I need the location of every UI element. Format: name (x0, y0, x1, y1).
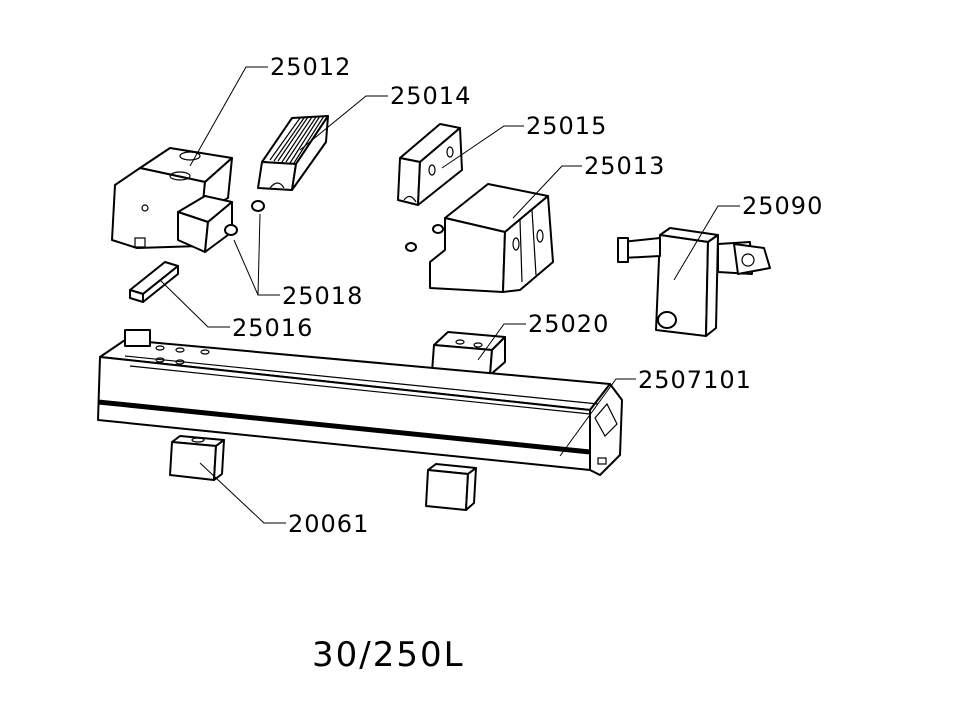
label-25014: 25014 (390, 82, 471, 110)
part-25018-drawing (224, 200, 265, 236)
model-title: 30/250L (312, 635, 465, 675)
label-25012: 25012 (270, 53, 351, 81)
part-25013-drawing (405, 183, 554, 293)
part-25016-drawing (129, 261, 179, 303)
part-20061-drawing (169, 435, 477, 511)
part-25014-drawing (257, 115, 329, 191)
label-25090: 25090 (742, 192, 823, 220)
label-25016: 25016 (232, 314, 313, 342)
part-2507101-drawing (97, 329, 623, 476)
label-25015: 25015 (526, 112, 607, 140)
leader-lines (159, 66, 740, 524)
part-25012-drawing (111, 147, 233, 253)
label-25018: 25018 (282, 282, 363, 310)
part-25020-drawing (431, 331, 506, 376)
label-25013: 25013 (584, 152, 665, 180)
label-2507101: 2507101 (638, 366, 752, 394)
label-25020: 25020 (528, 310, 609, 338)
part-25015-drawing (397, 123, 463, 206)
label-20061: 20061 (288, 510, 369, 538)
part-25090-drawing (617, 227, 771, 337)
